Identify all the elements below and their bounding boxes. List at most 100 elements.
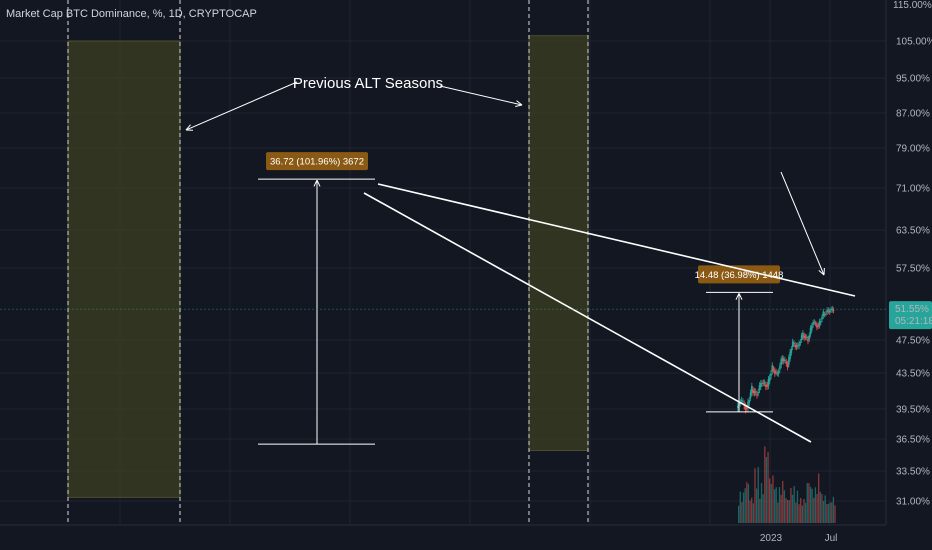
volume-bar <box>762 494 764 523</box>
volume-bar <box>770 483 772 523</box>
volume-bar <box>759 498 761 523</box>
volume-bar <box>772 475 774 523</box>
volume-bar <box>816 493 818 523</box>
candle-body <box>782 358 785 362</box>
candle-body <box>819 321 822 323</box>
price-tick-label: 33.50% <box>896 467 930 478</box>
volume-bar <box>760 483 763 523</box>
candle-body <box>789 351 791 359</box>
volume-bar <box>814 487 817 523</box>
current-price-badge <box>889 301 932 330</box>
current-price-value: 51.55% <box>895 304 929 315</box>
volume-bar <box>798 504 800 523</box>
candle-body <box>794 344 797 347</box>
candle-body <box>781 358 784 362</box>
candle-body <box>763 382 766 384</box>
candle-body <box>803 335 805 339</box>
volume-bars <box>738 446 836 523</box>
volume-bar <box>755 488 758 523</box>
volume-bar <box>782 480 784 523</box>
volume-bar <box>819 491 821 523</box>
candle-body <box>808 335 811 340</box>
price-axis-background <box>886 0 932 550</box>
candle-body <box>779 365 781 370</box>
volume-bar <box>795 502 797 523</box>
candle-body <box>759 383 762 387</box>
candle-body <box>780 359 782 366</box>
volume-bar <box>742 492 745 523</box>
volume-bar <box>801 505 803 523</box>
candle-body <box>753 391 756 394</box>
candle-body <box>767 379 770 387</box>
volume-bar <box>754 468 756 523</box>
volume-bar <box>765 457 768 523</box>
candle-body <box>821 316 823 320</box>
candle-body <box>761 382 763 384</box>
candle-body <box>818 321 821 326</box>
candle-body <box>805 337 808 339</box>
volume-bar <box>739 491 741 523</box>
candle-body <box>742 401 744 403</box>
volume-bar <box>744 488 746 523</box>
candle-body <box>822 311 825 317</box>
candle-body <box>826 309 828 313</box>
volume-bar <box>809 486 812 523</box>
candle-body <box>813 321 816 323</box>
measure-arrow-head <box>313 179 318 187</box>
volume-bar <box>746 482 748 523</box>
volume-bar <box>764 446 766 523</box>
candle-body <box>758 385 761 391</box>
volume-bar <box>752 503 754 523</box>
volume-bar <box>796 490 799 523</box>
measure-label-box <box>698 265 780 284</box>
annotation-arrow-right <box>439 85 523 106</box>
time-tick-label: 2023 <box>760 533 783 544</box>
volume-bar <box>800 498 802 523</box>
candle-body <box>828 310 831 313</box>
price-candles <box>737 305 835 414</box>
volume-bar <box>827 503 830 523</box>
candle-body <box>790 349 793 353</box>
volume-bar <box>822 501 825 523</box>
current-price-countdown: 05:21:18 <box>895 316 932 327</box>
time-tick-label: Jul <box>825 533 838 544</box>
candle-body <box>799 341 802 344</box>
candle-body <box>768 377 771 382</box>
alt-season-region <box>67 40 181 498</box>
price-tick-label: 95.00% <box>896 74 930 85</box>
volume-bar <box>808 483 810 523</box>
price-tick-label: 36.50% <box>896 435 930 446</box>
volume-bar <box>741 502 743 523</box>
candle-body <box>784 360 786 362</box>
candle-body <box>751 385 753 393</box>
volume-bar <box>751 497 753 523</box>
upper-trend-line[interactable] <box>377 183 856 297</box>
volume-bar <box>769 478 771 523</box>
price-tick-label: 43.50% <box>896 369 930 380</box>
volume-bar <box>806 482 808 523</box>
alt-season-regions <box>67 0 589 525</box>
volume-bar <box>785 498 787 523</box>
volume-bar <box>790 487 792 523</box>
volume-bar <box>783 490 786 523</box>
candle-body <box>825 313 827 315</box>
volume-bar <box>813 497 815 523</box>
price-tick-label: 39.50% <box>896 405 930 416</box>
price-tick-label: 57.50% <box>896 264 930 275</box>
candle-body <box>770 373 772 377</box>
volume-bar <box>826 504 828 523</box>
volume-bar <box>738 505 740 523</box>
candle-body <box>791 341 794 348</box>
candle-body <box>811 325 813 330</box>
volume-bar <box>803 498 805 523</box>
price-tick-label: 47.50% <box>896 336 930 347</box>
price-tick-label: 71.00% <box>896 184 930 195</box>
measure-arrow-head <box>735 293 740 300</box>
measure-arrow-head <box>316 179 321 187</box>
lower-trend-line[interactable] <box>363 192 812 443</box>
candle-body <box>776 373 779 375</box>
